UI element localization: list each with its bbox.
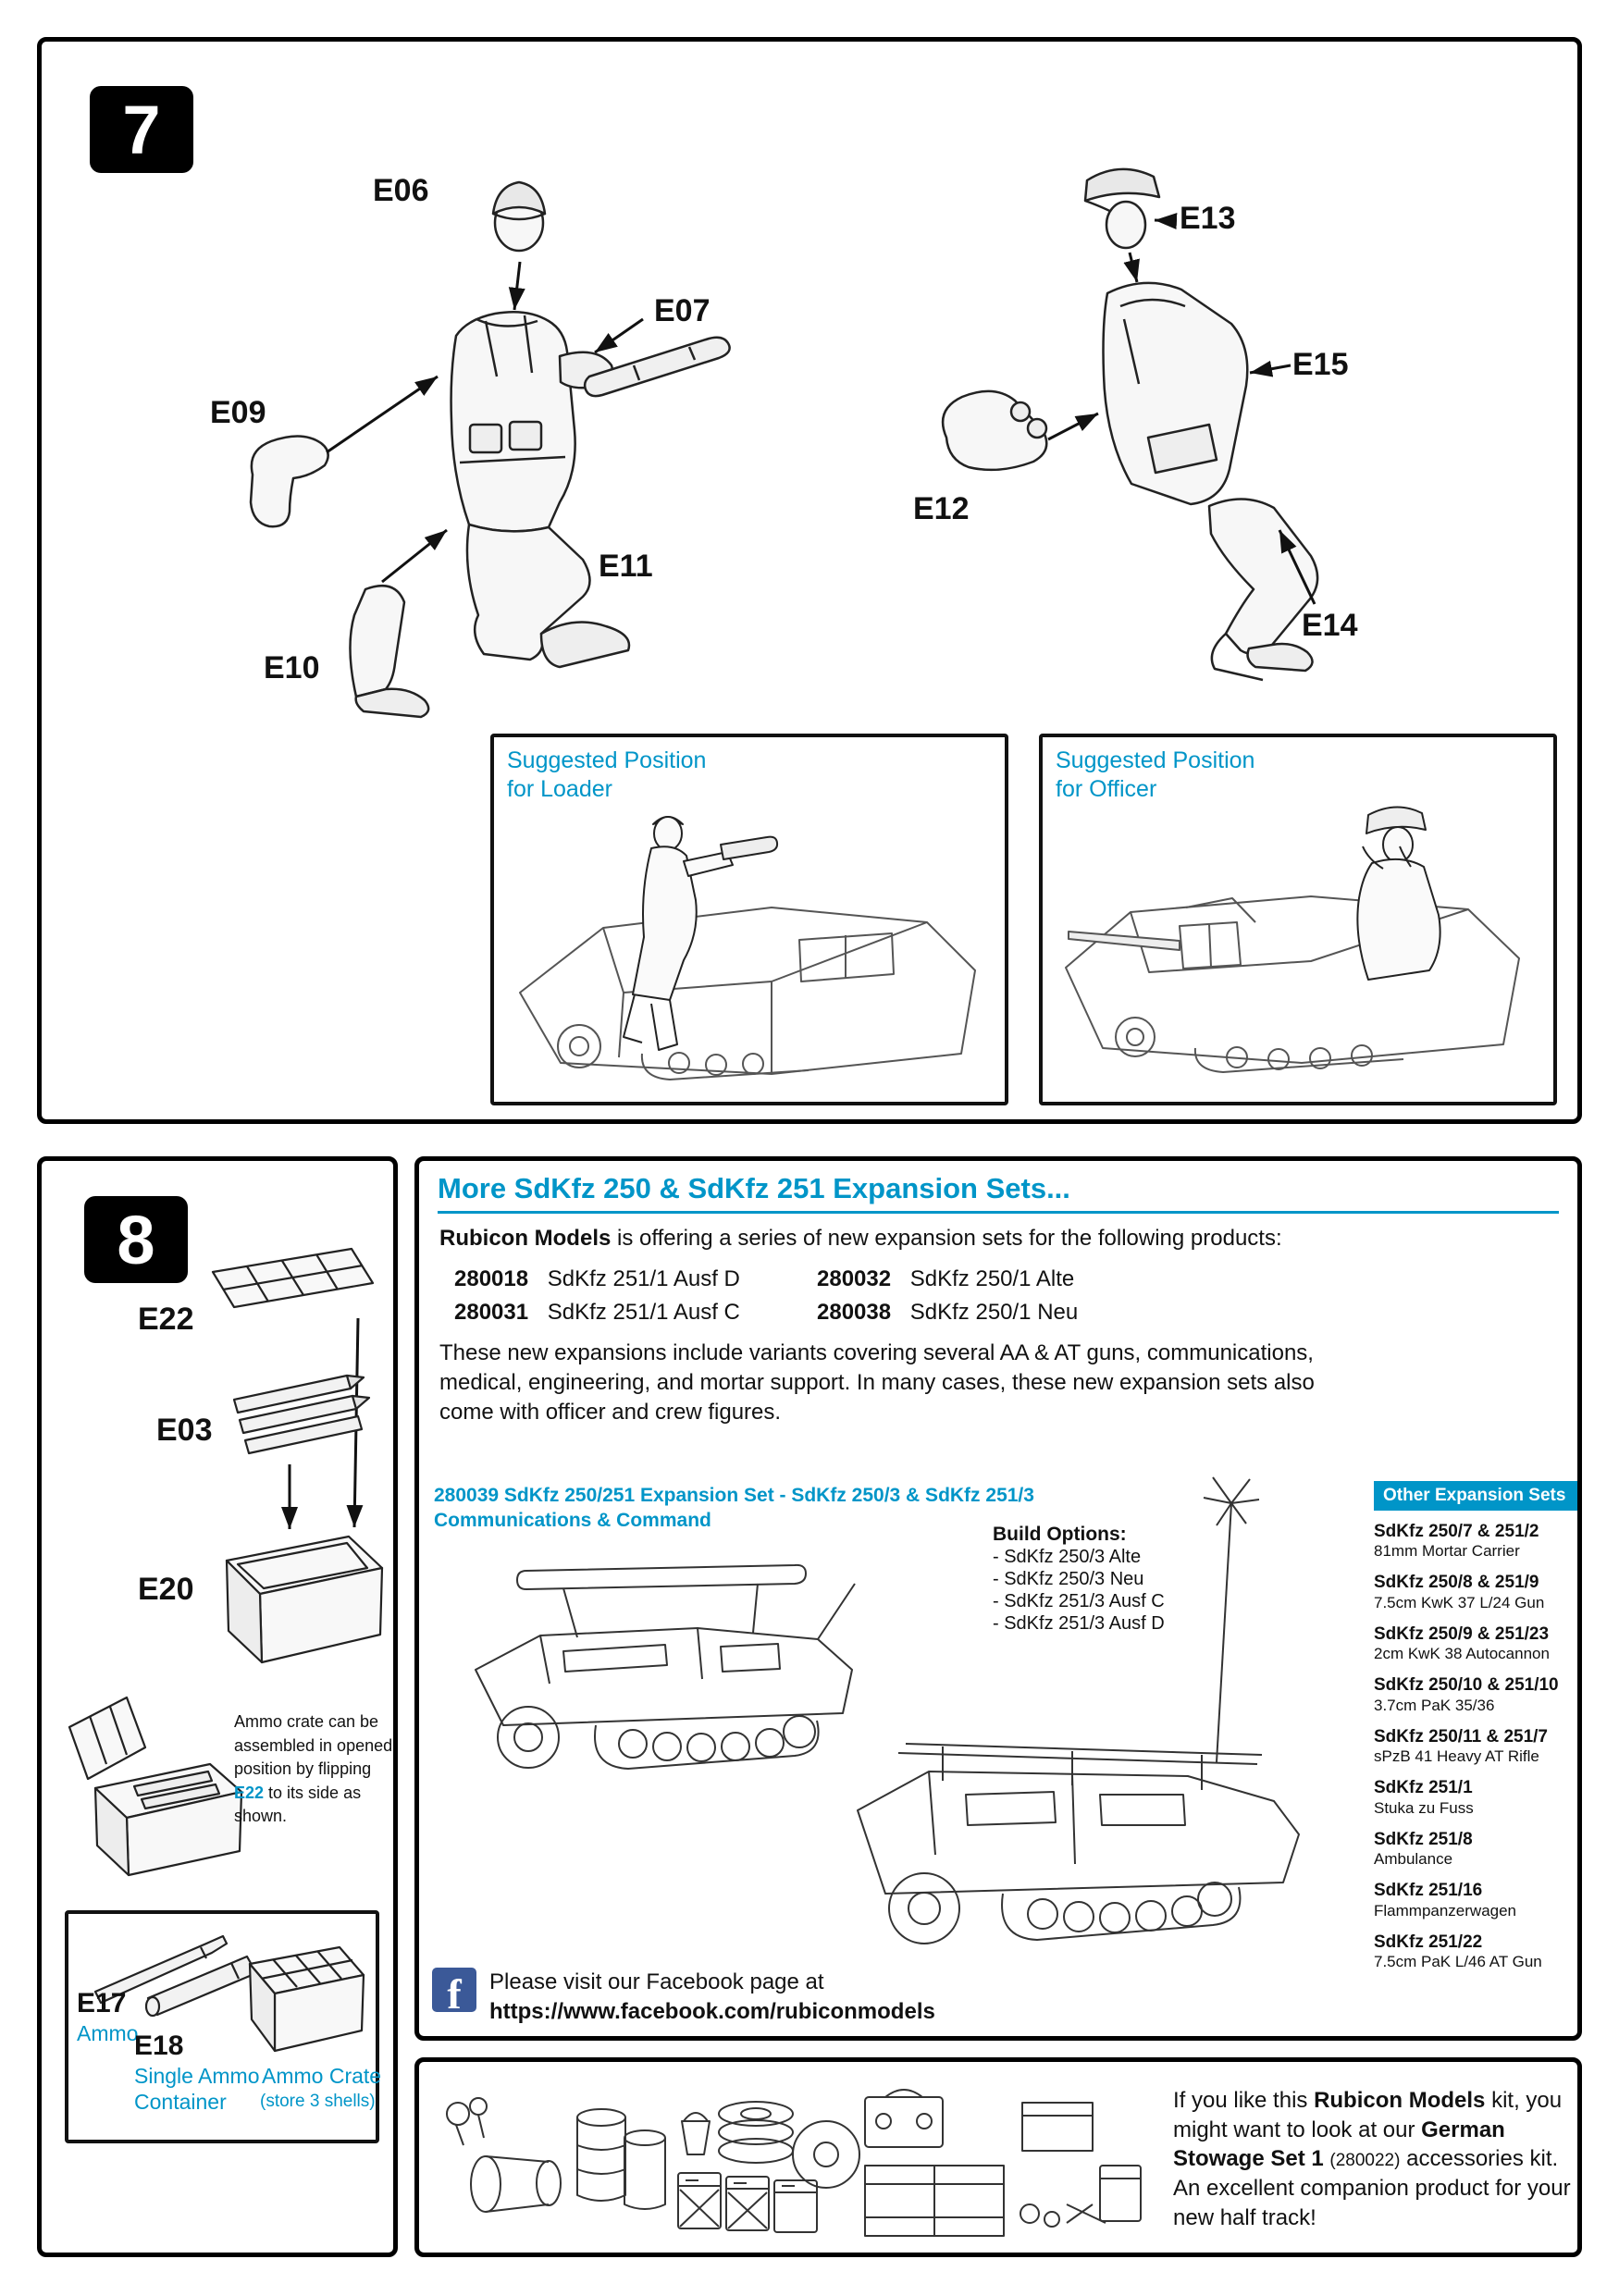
part-label-e22: E22 <box>138 1302 194 1337</box>
step-number-8: 8 <box>84 1196 188 1283</box>
shell-bundle-e03-drawing <box>232 1374 371 1455</box>
build-option: - SdKfz 251/3 Ausf C <box>993 1591 1165 1611</box>
title-rule <box>438 1211 1559 1214</box>
step-number-7: 7 <box>90 86 193 173</box>
opened-crate-drawing <box>68 1696 243 1877</box>
set-280039-line1: 280039 SdKfz 250/251 Expansion Set - SdK… <box>434 1485 1034 1506</box>
facebook-url[interactable]: https://www.facebook.com/rubiconmodels <box>489 1999 935 2024</box>
product-item: 280032 SdKfz 250/1 Alte <box>817 1266 1075 1291</box>
loader-inset-caption: Suggested Position for Loader <box>507 747 707 802</box>
other-sets-header: Other Expansion Sets <box>1374 1481 1577 1511</box>
halftrack-250-drawing <box>475 1563 856 1770</box>
part-label-e14: E14 <box>1302 608 1358 643</box>
part-label-e09: E09 <box>210 395 266 430</box>
loader-position-inset: Suggested Position for Loader <box>490 734 1008 1105</box>
part-label-e15: E15 <box>1292 347 1349 382</box>
loader-inset-drawing <box>519 816 976 1080</box>
officer-figure-inset <box>1356 806 1441 981</box>
build-option: - SdKfz 250/3 Alte <box>993 1547 1142 1567</box>
facebook-icon: f <box>432 1968 476 2012</box>
halftrack-illustration <box>475 1476 1300 1944</box>
product-item: 280031 SdKfz 251/1 Ausf C <box>454 1300 740 1325</box>
expansion-intro: Rubicon Models is offering a series of n… <box>439 1226 1282 1251</box>
stowage-set-bold: German Stowage Set 1 <box>1173 2117 1505 2172</box>
part-label-e17: E17 <box>77 1988 127 2018</box>
step8-drawing <box>68 1247 384 2053</box>
e18-caption-line1: Single Ammo <box>134 2064 260 2088</box>
stowage-panel: If you like this Rubicon Models kit, you… <box>414 2057 1582 2257</box>
product-item: 280038 SdKfz 250/1 Neu <box>817 1300 1079 1325</box>
other-expansion-sets: Other Expansion Sets SdKfz 250/7 & 251/2… <box>1374 1481 1577 1983</box>
build-option: - SdKfz 251/3 Ausf D <box>993 1613 1165 1634</box>
part-label-e03: E03 <box>156 1413 213 1448</box>
officer-inset-caption: Suggested Position for Officer <box>1056 747 1255 802</box>
part-label-e11: E11 <box>599 549 653 584</box>
ammo-crate-caption: Ammo Crate <box>262 2064 382 2088</box>
ammo-crate-drawing <box>248 1945 365 2053</box>
set-280039-line2: Communications & Command <box>434 1510 711 1531</box>
ammo-parts-box <box>65 1910 379 2143</box>
step7-drawing <box>249 167 1319 719</box>
loader-head-drawing <box>491 180 547 253</box>
e17-caption: Ammo <box>77 2021 139 2045</box>
stowage-set-code: (280022) <box>1329 2151 1401 2171</box>
arms-e12-drawing <box>941 389 1048 472</box>
officer-head-drawing <box>1083 167 1161 250</box>
legs-e14-drawing <box>1207 498 1319 682</box>
ammo-crate-note: Ammo crate can be assembled in opened po… <box>234 1712 393 1826</box>
part-label-e07: E07 <box>654 293 711 328</box>
rubicon-models-bold: Rubicon Models <box>1314 2088 1486 2113</box>
e18-caption-line2: Container <box>134 2090 227 2114</box>
part-label-e13: E13 <box>1180 201 1236 236</box>
shell-e07-drawing <box>583 336 731 398</box>
part-label-e12: E12 <box>913 491 970 526</box>
ammo-shell-e17-drawing <box>93 1934 229 2005</box>
arm-e09-drawing <box>249 435 329 528</box>
step7-panel: 7 E06 E07 E09 E10 E11 E12 E13 E14 E15 Su… <box>37 37 1582 1124</box>
halftrack-251-drawing <box>857 1476 1300 1944</box>
expansion-sets-panel: More SdKfz 250 & SdKfz 251 Expansion Set… <box>414 1156 1582 2041</box>
ammo-container-e18-drawing <box>144 1955 258 2018</box>
build-options: Build Options: - SdKfz 250/3 Alte - SdKf… <box>993 1524 1165 1635</box>
part-label-e06: E06 <box>373 173 429 208</box>
crate-e20-drawing <box>225 1535 384 1664</box>
stowage-text: If you like this Rubicon Models kit, you… <box>1173 2088 1571 2230</box>
stowage-items-drawing <box>446 2089 1142 2237</box>
product-item: 280018 SdKfz 251/1 Ausf D <box>454 1266 740 1291</box>
expansion-title: More SdKfz 250 & SdKfz 251 Expansion Set… <box>438 1172 1070 1204</box>
officer-inset-drawing <box>1065 806 1520 1073</box>
part-label-e18: E18 <box>134 2031 184 2061</box>
part-label-e20: E20 <box>138 1572 194 1607</box>
expansion-body: These new expansions include variants co… <box>439 1340 1315 1425</box>
leg-e10-drawing <box>349 585 430 719</box>
officer-position-inset: Suggested Position for Officer <box>1039 734 1557 1105</box>
ammo-crate-subcaption: (store 3 shells) <box>260 2092 376 2111</box>
part-label-e10: E10 <box>264 650 320 685</box>
facebook-text: Please visit our Facebook page at <box>489 1969 824 1994</box>
loader-torso-drawing <box>450 311 631 669</box>
build-options-title: Build Options: <box>993 1524 1127 1545</box>
note-e22-ref: E22 <box>234 1783 265 1802</box>
build-option: - SdKfz 250/3 Neu <box>993 1569 1144 1589</box>
step8-panel: 8 E22 E03 E20 Ammo crate can be assemble… <box>37 1156 398 2257</box>
loader-figure-inset <box>623 816 779 1051</box>
crate-lid-e22-drawing <box>211 1247 375 1309</box>
officer-torso-drawing <box>1102 281 1249 506</box>
